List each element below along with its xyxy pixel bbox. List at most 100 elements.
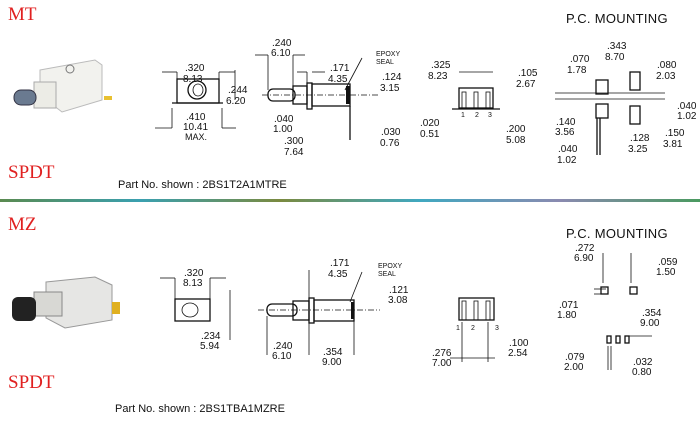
dimension-label: 7.00 (432, 358, 452, 369)
dimension-label: .128 (630, 133, 650, 144)
mt-pc-layout: .070 1.78 .343 8.70 .080 2.03 .040 1.02 … (555, 41, 697, 166)
dimension-label: .070 (570, 54, 590, 65)
dimension-label: .150 (665, 128, 685, 139)
dimension-label: .272 (575, 243, 595, 254)
dimension-label: EPOXY (376, 51, 400, 58)
dimension-label: .040 (558, 144, 578, 155)
dimension-label: .040 (677, 101, 697, 112)
dimension-label: .325 (431, 60, 451, 71)
dimension-label: 3.15 (380, 83, 400, 94)
dimension-label: 8.23 (428, 71, 448, 82)
dimension-label: 3.25 (628, 144, 648, 155)
dimension-label: .071 (559, 300, 579, 311)
dimension-label: .200 (506, 124, 526, 135)
dimension-label: .171 (330, 258, 350, 269)
pc-mounting-title: P.C. MOUNTING (566, 226, 668, 241)
dimension-label: .171 (330, 63, 350, 74)
dimension-label: .030 (381, 127, 401, 138)
dimension-label: .079 (565, 352, 585, 363)
dimension-label: 1.78 (567, 65, 587, 76)
dimension-label: .100 (509, 338, 529, 349)
dimension-label: 1.02 (557, 155, 577, 166)
dimension-label: .343 (607, 41, 627, 52)
dimension-label: 6.90 (574, 253, 594, 264)
dimension-label: SEAL (376, 59, 394, 66)
dimension-label: .059 (658, 257, 678, 268)
dimension-label: 9.00 (640, 318, 660, 329)
part-number: Part No. shown : 2BS1T2A1MTRE (118, 179, 287, 191)
dimension-label: .276 (432, 348, 452, 359)
mz-front-view: .320 8.13 .234 5.94 (160, 268, 231, 352)
series-label-mz: MZ (8, 214, 37, 235)
dimension-label: .121 (389, 285, 409, 296)
dimension-label: .124 (382, 72, 402, 83)
dimension-label: 3.56 (555, 127, 575, 138)
dimension-label: .080 (657, 60, 677, 71)
dimension-label: 1 (461, 112, 465, 119)
dimension-label: 1 (456, 325, 460, 332)
dimension-label: 5.94 (200, 341, 220, 352)
dimension-label: 3.81 (663, 139, 683, 150)
dimension-label: .020 (420, 118, 440, 129)
dimension-label: 4.35 (328, 74, 348, 85)
pc-mounting-title: P.C. MOUNTING (566, 11, 668, 26)
mt-pin-view: .325 8.23 .105 2.67 .020 0.51 .200 5.08 … (420, 60, 538, 146)
dimension-label: 0.80 (632, 367, 652, 378)
dimension-label: 3 (488, 112, 492, 119)
dimension-label: 6.20 (226, 96, 246, 107)
dimension-label: .240 (273, 341, 293, 352)
dimension-label: 0.76 (380, 138, 400, 149)
dimension-label: 8.13 (183, 278, 203, 289)
switch-type-label: SPDT (8, 372, 55, 393)
dimension-label: .354 (642, 308, 662, 319)
dimension-label: 2.67 (516, 79, 536, 90)
mz-switch-photo (12, 276, 120, 329)
dimension-label: 9.00 (322, 357, 342, 368)
dimension-label: 0.51 (420, 129, 440, 140)
dimension-label: 8.13 (183, 74, 203, 85)
dimension-label: 2.54 (508, 348, 528, 359)
mz-side-view: .171 4.35 EPOXY SEAL .121 3.08 .240 6.10… (258, 258, 409, 368)
dimension-label: 2.03 (656, 71, 676, 82)
dimension-label: .140 (556, 117, 576, 128)
dimension-label: 10.41 (183, 122, 208, 133)
dimension-label: MAX. (185, 132, 207, 142)
dimension-label: .105 (518, 68, 538, 79)
dimension-label: .240 (272, 38, 292, 49)
dimension-label: 1.02 (677, 111, 697, 122)
dimension-label: 8.70 (605, 52, 625, 63)
dimension-label: 3.08 (388, 295, 408, 306)
mt-side-view: .240 6.10 .171 4.35 EPOXY SEAL .124 3.15… (255, 38, 402, 158)
dimension-label: .244 (228, 85, 248, 96)
switch-type-label: SPDT (8, 162, 55, 183)
dimension-label: 3 (495, 325, 499, 332)
dimension-label: SEAL (378, 271, 396, 278)
dimension-label: .320 (185, 63, 205, 74)
dimension-label: .234 (201, 331, 221, 342)
dimension-label: 1.00 (273, 124, 293, 135)
mz-pin-view: 1 2 3 .276 7.00 .100 2.54 (432, 297, 529, 369)
dimension-label: 7.64 (284, 147, 304, 158)
dimension-label: 6.10 (272, 351, 292, 362)
dimension-label: 1.50 (656, 267, 676, 278)
dimension-label: EPOXY (378, 263, 402, 270)
dimension-label: .300 (284, 136, 304, 147)
dimension-label: 2 (475, 112, 479, 119)
series-label-mt: MT (8, 4, 37, 25)
mz-pc-layout: .272 6.90 .059 1.50 .071 1.80 .354 9.00 … (557, 243, 678, 378)
dimension-label: 2 (471, 325, 475, 332)
dimension-label: 6.10 (271, 48, 291, 59)
dimension-label: 4.35 (328, 269, 348, 280)
dimension-label: 1.80 (557, 310, 577, 321)
dimension-label: .354 (323, 347, 343, 358)
section-divider (0, 199, 700, 202)
dimension-label: 5.08 (506, 135, 526, 146)
dimension-label: .040 (274, 114, 294, 125)
dimension-label: .320 (184, 268, 204, 279)
dimension-label: 2.00 (564, 362, 584, 373)
part-number: Part No. shown : 2BS1TBA1MZRE (115, 403, 285, 415)
dimension-label: .410 (186, 112, 206, 123)
mt-front-view: .320 8.13 .244 6.20 .410 10.41 MAX. (155, 63, 248, 142)
mt-switch-photo (13, 59, 112, 113)
dimension-label: .032 (633, 357, 653, 368)
